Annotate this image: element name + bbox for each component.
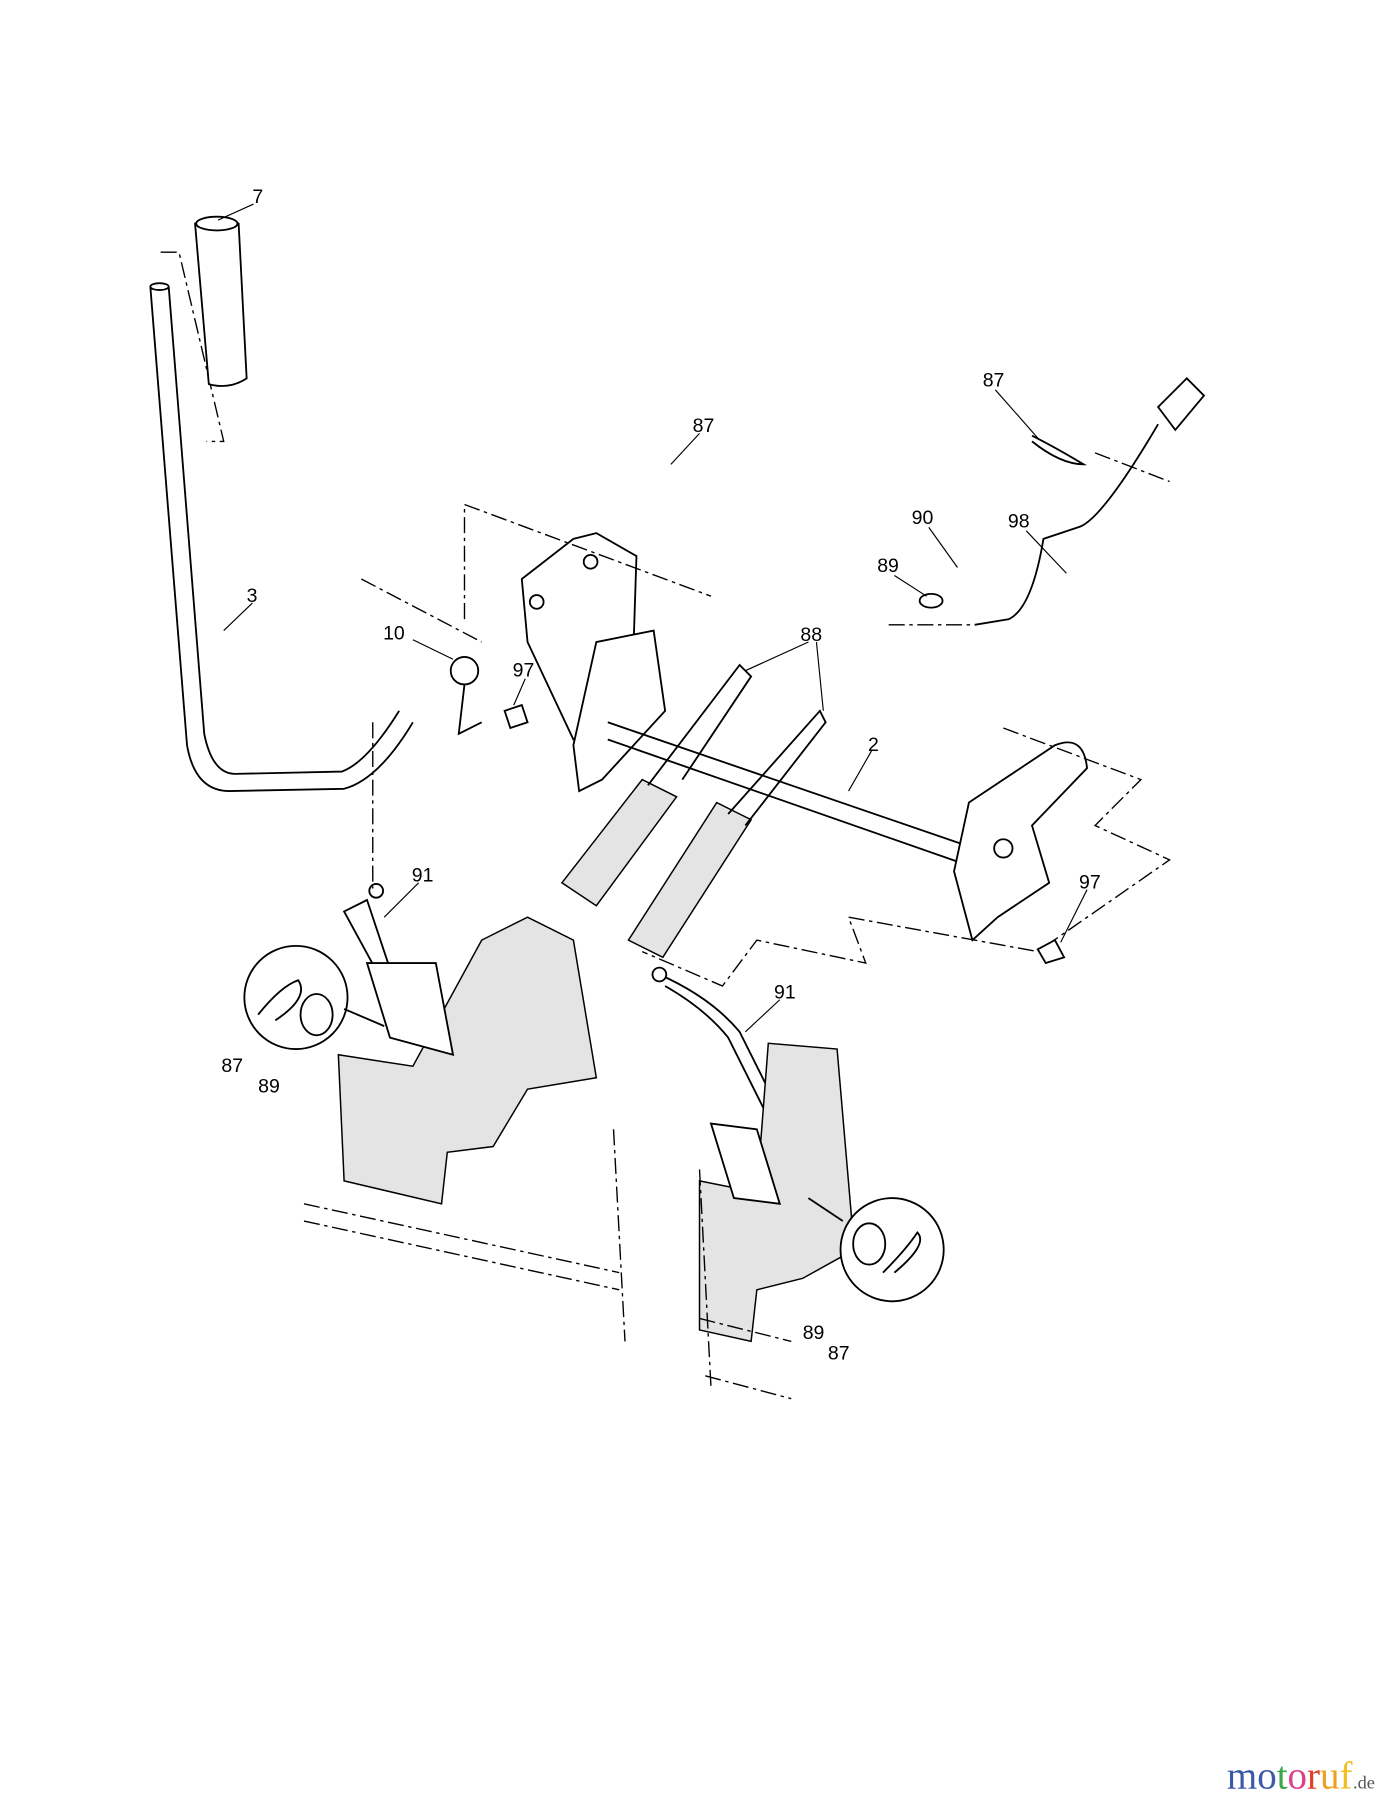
svg-text:.de: .de	[1353, 1773, 1375, 1793]
callout-91: 91	[412, 865, 434, 887]
callout-labels: 7 87 87 90 98 89 3 10 97 88 2 97 91 91 8…	[221, 186, 1100, 1365]
callout-87: 87	[693, 415, 715, 437]
callout-10: 10	[383, 623, 405, 645]
link-part-91-right	[651, 966, 787, 1130]
callout-89: 89	[258, 1076, 280, 1098]
deck-left	[303, 916, 626, 1342]
callout-98: 98	[1008, 510, 1030, 532]
deck-right	[698, 1042, 856, 1400]
bolt-part-97-a	[503, 703, 529, 730]
grip-part-7	[194, 215, 248, 387]
callout-3: 3	[247, 585, 258, 607]
springs-part-88	[560, 663, 827, 959]
detail-inset-right	[807, 1197, 945, 1303]
callout-87: 87	[828, 1343, 850, 1365]
callout-91: 91	[774, 982, 796, 1004]
callout-97: 97	[1079, 872, 1101, 894]
callout-90: 90	[912, 507, 934, 529]
motoruf-watermark-logo: motoruf .de	[1227, 1755, 1375, 1798]
link-part-91-left	[342, 722, 392, 976]
callout-89: 89	[803, 1322, 825, 1344]
callout-7: 7	[252, 186, 263, 208]
callout-87: 87	[221, 1055, 243, 1077]
svg-text:motoruf: motoruf	[1227, 1755, 1353, 1798]
callout-97: 97	[513, 659, 535, 681]
callout-88: 88	[800, 624, 822, 646]
leader-lines	[217, 203, 1088, 1033]
bolt-part-97-b	[1036, 938, 1066, 965]
lift-lever-part-3	[149, 251, 414, 793]
callout-87: 87	[983, 369, 1005, 391]
callout-2: 2	[868, 734, 879, 756]
callout-89: 89	[877, 555, 899, 577]
detail-inset-left	[243, 944, 385, 1050]
spring-part-10	[449, 656, 483, 736]
rod-part-98	[888, 377, 1206, 626]
bracket	[360, 503, 712, 793]
